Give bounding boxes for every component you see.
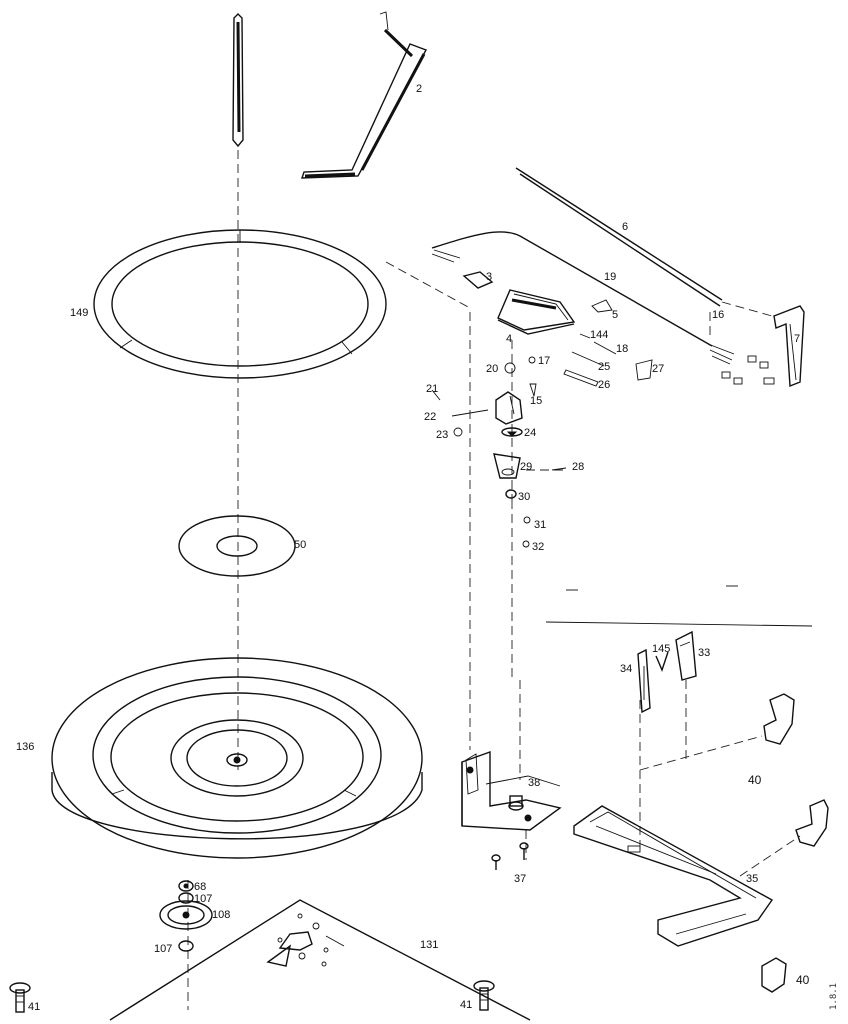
label-part-2: 2 [416,83,422,95]
section-divider-line [545,621,813,627]
label-part-40-lower: 40 [796,973,810,987]
label-part-41-right: 41 [460,999,472,1011]
label-part-22: 22 [424,411,436,423]
label-part-30: 30 [518,491,530,503]
ring-part [93,229,387,379]
label-part-18: 18 [616,343,628,355]
label-part-33: 33 [698,647,710,659]
label-part-3: 3 [486,271,492,283]
label-part-131: 131 [420,939,438,951]
label-part-144: 144 [590,329,608,341]
long-bar-part [515,167,723,307]
label-part-145: 145 [652,643,670,655]
label-part-25: 25 [598,361,610,373]
cartridge-head-part [462,271,613,335]
label-part-136: 136 [16,741,34,753]
label-part-27: 27 [652,363,664,375]
clip-part-middle [795,799,829,847]
turntable-platter-part [51,657,423,859]
label-part-31: 31 [534,519,546,531]
label-part-16: 16 [712,309,724,321]
label-part-21: 21 [426,383,438,395]
label-part-37: 37 [514,873,526,885]
label-part-19: 19 [604,271,616,283]
idler-wheel-stack [159,880,213,952]
label-part-107-lower: 107 [154,943,172,955]
label-part-107-upper: 107 [194,893,212,905]
pivot-assembly-part [431,389,523,437]
label-part-17: 17 [538,355,550,367]
assembly-guide-lines [187,150,801,1010]
label-part-4: 4 [506,333,512,345]
screw-part-left [9,982,31,1013]
part-labels: 2 3 4 5 6 7 15 16 17 18 19 20 21 22 23 2… [16,83,839,1013]
label-part-7: 7 [794,333,800,345]
side-reference-code: 1.8.1 [829,983,839,1010]
label-part-28: 28 [572,461,584,473]
label-part-24: 24 [524,427,536,439]
label-part-23: 23 [436,429,448,441]
label-part-15: 15 [530,395,542,407]
small-screws-part [491,842,529,870]
label-part-108: 108 [212,909,230,921]
spindle-rod-part [232,13,244,148]
label-part-149: 149 [70,307,88,319]
label-part-35: 35 [746,873,758,885]
label-part-38: 38 [528,777,540,789]
vertical-hardware-stack [493,453,567,548]
switch-clip-parts [637,630,697,714]
label-part-6: 6 [622,221,628,233]
label-part-5: 5 [612,309,618,321]
l-frame-part [573,805,774,947]
clip-part-upper [763,693,795,745]
label-part-26: 26 [598,379,610,391]
screw-part-right [473,980,495,1011]
bent-bracket-part [301,11,427,179]
base-plate-part [109,899,531,1021]
label-part-20: 20 [486,363,498,375]
tone-arm-wire-part [431,231,775,385]
washer-disc-part [178,515,296,577]
label-part-50: 50 [294,539,306,551]
label-part-32: 32 [532,541,544,553]
l-bracket-part [773,305,805,388]
label-part-40-upper: 40 [748,773,762,787]
clip-part-lower [761,957,787,993]
label-part-68: 68 [194,881,206,893]
label-part-29: 29 [520,461,532,473]
arm-base-bracket-part [461,751,562,831]
label-part-41-left: 41 [28,1001,40,1013]
small-hardware-cluster [504,333,653,397]
label-part-34: 34 [620,663,632,675]
